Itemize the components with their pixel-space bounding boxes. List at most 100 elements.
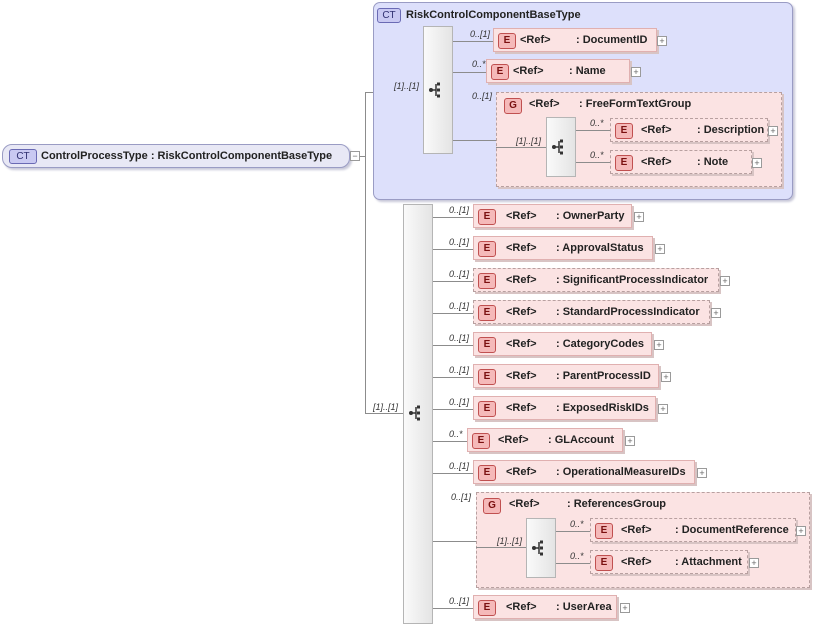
element-badge-icon: E: [498, 33, 516, 49]
element-badge-icon: E: [478, 337, 496, 353]
expand-icon[interactable]: +: [749, 558, 759, 568]
ref-label: <Ref>: [621, 524, 652, 536]
occurrence-label: 0..[1]: [449, 205, 470, 215]
element-userarea[interactable]: E <Ref> : UserArea: [473, 595, 617, 619]
element-name: : StandardProcessIndicator: [556, 306, 700, 318]
main-sequence[interactable]: [403, 204, 433, 624]
element-name: : ExposedRiskIDs: [556, 402, 649, 414]
element-attachment[interactable]: E <Ref> : Attachment: [590, 550, 748, 574]
ref-label: <Ref>: [506, 338, 537, 350]
element-parentprocessid[interactable]: E <Ref> : ParentProcessID: [473, 364, 659, 388]
element-exposedriskids[interactable]: E <Ref> : ExposedRiskIDs: [473, 396, 656, 420]
expand-icon[interactable]: +: [634, 212, 644, 222]
element-documentreference[interactable]: E <Ref> : DocumentReference: [590, 518, 796, 542]
expand-icon[interactable]: +: [752, 158, 762, 168]
expand-icon[interactable]: +: [697, 468, 707, 478]
ref-label: <Ref>: [506, 466, 537, 478]
occurrence-label: 0..[1]: [449, 365, 470, 375]
ref-label: <Ref>: [506, 242, 537, 254]
element-name: : Name: [569, 65, 606, 77]
sequence-occurrence: [1]..[1]: [373, 402, 399, 412]
sequence-occurrence: [1]..[1]: [497, 536, 523, 546]
element-badge-icon: E: [615, 123, 633, 139]
connector-line: [433, 409, 473, 410]
element-operationalmeasureids[interactable]: E <Ref> : OperationalMeasureIDs: [473, 460, 695, 484]
element-name: : GLAccount: [548, 434, 614, 446]
base-type-title: RiskControlComponentBaseType: [406, 9, 581, 21]
element-name: : Description: [697, 124, 765, 136]
occurrence-label: 0..[1]: [470, 29, 491, 39]
root-collapse-icon[interactable]: −: [350, 151, 360, 161]
occurrence-label: 0..[1]: [449, 596, 470, 606]
root-type-label: ControlProcessType : RiskControlComponen…: [41, 150, 333, 162]
expand-icon[interactable]: +: [631, 67, 641, 77]
expand-icon[interactable]: +: [661, 372, 671, 382]
element-approvalstatus[interactable]: E <Ref> : ApprovalStatus: [473, 236, 653, 260]
element-significantprocessindicator[interactable]: E <Ref> : SignificantProcessIndicator: [473, 268, 719, 292]
element-badge-icon: E: [478, 305, 496, 321]
element-name: : ParentProcessID: [556, 370, 651, 382]
ref-label: <Ref>: [506, 274, 537, 286]
expand-icon[interactable]: +: [625, 436, 635, 446]
connector-line: [360, 156, 366, 157]
element-note[interactable]: E <Ref> : Note: [610, 150, 752, 174]
expand-icon[interactable]: +: [796, 526, 806, 536]
connector-line: [476, 547, 526, 548]
ref-label: <Ref>: [506, 210, 537, 222]
occurrence-label: 0..*: [570, 551, 584, 561]
expand-icon[interactable]: +: [655, 244, 665, 254]
element-glaccount[interactable]: E <Ref> : GLAccount: [467, 428, 623, 452]
occurrence-label: 0..[1]: [449, 301, 470, 311]
element-description[interactable]: E <Ref> : Description: [610, 118, 768, 142]
connector-line: [433, 541, 476, 542]
occurrence-label: 0..[1]: [449, 397, 470, 407]
element-badge-icon: E: [478, 600, 496, 616]
element-categorycodes[interactable]: E <Ref> : CategoryCodes: [473, 332, 652, 356]
connector-line: [365, 413, 403, 414]
element-badge-icon: E: [595, 523, 613, 539]
expand-icon[interactable]: +: [658, 404, 668, 414]
sequence-icon: [429, 82, 440, 98]
ref-label: <Ref>: [641, 124, 672, 136]
connector-line: [453, 72, 486, 73]
connector-line: [433, 377, 473, 378]
ref-label: <Ref>: [506, 601, 537, 613]
element-name: : CategoryCodes: [556, 338, 645, 350]
occurrence-label: 0..*: [472, 59, 486, 69]
root-complex-type[interactable]: CT ControlProcessType : RiskControlCompo…: [2, 144, 350, 168]
element-badge-icon: E: [478, 401, 496, 417]
element-badge-icon: E: [615, 155, 633, 171]
element-badge-icon: E: [478, 273, 496, 289]
element-badge-icon: E: [478, 465, 496, 481]
connector-line: [433, 281, 473, 282]
occurrence-label: 0..*: [590, 118, 604, 128]
element-badge-icon: E: [595, 555, 613, 571]
connector-line: [496, 147, 546, 148]
element-ownerparty[interactable]: E <Ref> : OwnerParty: [473, 204, 632, 228]
element-name: : UserArea: [556, 601, 612, 613]
ref-label: <Ref>: [513, 65, 544, 77]
ref-label: <Ref>: [506, 370, 537, 382]
element-standardprocessindicator[interactable]: E <Ref> : StandardProcessIndicator: [473, 300, 710, 324]
expand-icon[interactable]: +: [654, 340, 664, 350]
connector-line: [433, 441, 467, 442]
element-name-ref[interactable]: E <Ref> : Name: [486, 59, 630, 83]
group-name: : ReferencesGroup: [567, 498, 667, 510]
connector-line: [433, 249, 473, 250]
connector-line: [453, 140, 496, 141]
connector-line: [453, 41, 493, 42]
ct-badge-icon: CT: [377, 8, 401, 23]
ref-label: <Ref>: [641, 156, 672, 168]
connector-line: [433, 345, 473, 346]
group-name: : FreeFormTextGroup: [579, 98, 692, 110]
expand-icon[interactable]: +: [620, 603, 630, 613]
expand-icon[interactable]: +: [657, 36, 667, 46]
expand-icon[interactable]: +: [720, 276, 730, 286]
expand-icon[interactable]: +: [711, 308, 721, 318]
element-badge-icon: E: [478, 241, 496, 257]
occurrence-label: 0..*: [590, 150, 604, 160]
connector-line: [556, 563, 590, 564]
element-documentid[interactable]: E <Ref> : DocumentID: [493, 28, 657, 52]
expand-icon[interactable]: +: [768, 126, 778, 136]
ref-label: <Ref>: [529, 98, 560, 110]
